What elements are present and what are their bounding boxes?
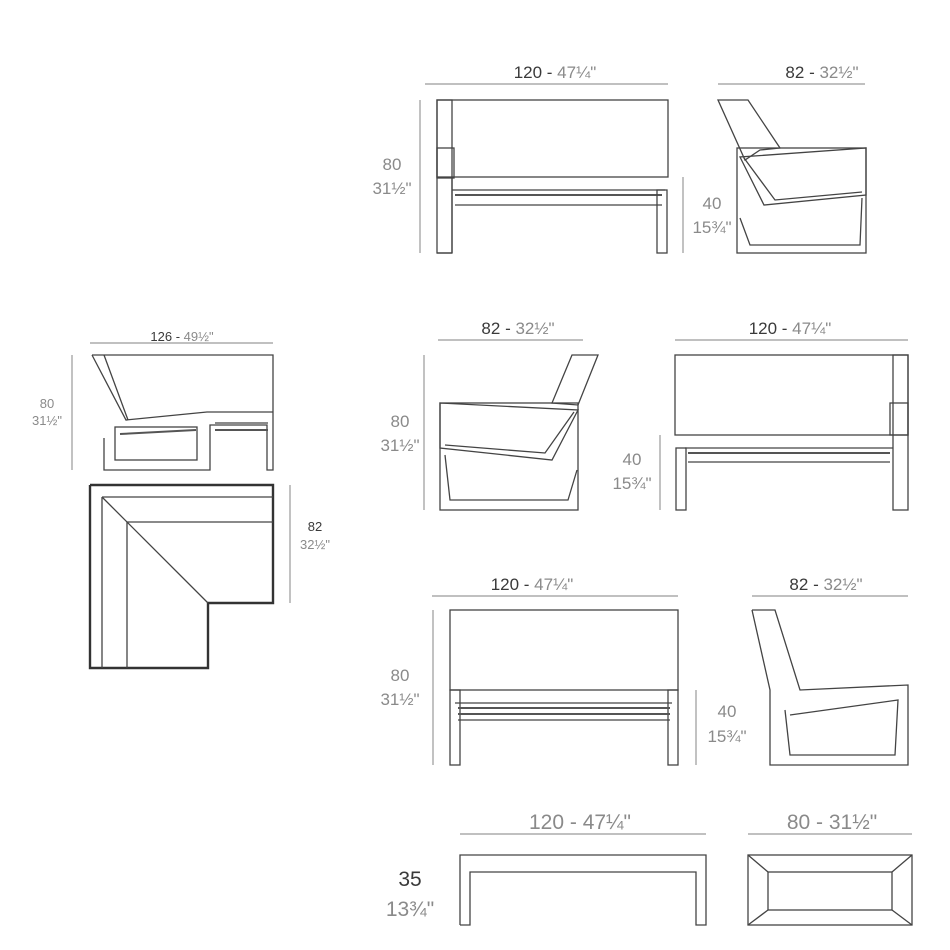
module-right-arm: 120 - 47¼" 80 31½" 40 15¾" 82 - 32½" (372, 63, 867, 254)
height-in: 13¾" (386, 898, 434, 921)
depth-label: 82 - 32½" (789, 575, 862, 594)
height-in: 31½" (372, 179, 411, 198)
width-label: 120 - 47¼" (749, 319, 832, 338)
depth-cm: 82 (308, 519, 322, 534)
module-central: 120 - 47¼" 80 31½" 40 15¾" 82 - 32½" (380, 575, 909, 766)
width-label: 126 - 49½" (150, 329, 214, 344)
width-label: 120 - 47¼" (514, 63, 597, 82)
seat-in: 15¾" (692, 218, 731, 237)
side-view (751, 609, 909, 766)
height-in: 31½" (32, 413, 62, 428)
height-cm: 80 (391, 666, 410, 685)
top-view (88, 483, 275, 670)
side-view (91, 354, 274, 471)
seat-cm: 40 (703, 194, 722, 213)
height-cm: 80 (383, 155, 402, 174)
height-in: 31½" (380, 436, 419, 455)
width-label: 120 - 47¼" (529, 811, 631, 834)
seat-in: 15¾" (612, 474, 651, 493)
front-view (459, 854, 707, 926)
side-view (716, 99, 867, 254)
front-view (674, 354, 909, 511)
side-view (439, 354, 599, 511)
depth-label: 80 - 31½" (787, 811, 877, 834)
seat-cm: 40 (718, 702, 737, 721)
seat-cm: 40 (623, 450, 642, 469)
height-cm: 80 (40, 396, 54, 411)
coffee-table: 120 - 47¼" 35 13¾" 80 - 31½" (386, 811, 913, 926)
depth-label: 82 - 32½" (785, 63, 858, 82)
height-cm: 80 (391, 412, 410, 431)
height-in: 31½" (380, 690, 419, 709)
front-view (449, 609, 679, 766)
module-corner: 126 - 49½" 80 31½" 82 32½" (32, 329, 330, 670)
height-cm: 35 (398, 868, 421, 891)
depth-in: 32½" (300, 537, 330, 552)
module-left-arm: 82 - 32½" 80 31½" 120 - 47¼" 40 15¾" (380, 319, 909, 511)
side-view (747, 854, 913, 926)
front-view (436, 99, 669, 254)
width-label: 120 - 47¼" (491, 575, 574, 594)
seat-in: 15¾" (707, 727, 746, 746)
depth-label: 82 - 32½" (481, 319, 554, 338)
